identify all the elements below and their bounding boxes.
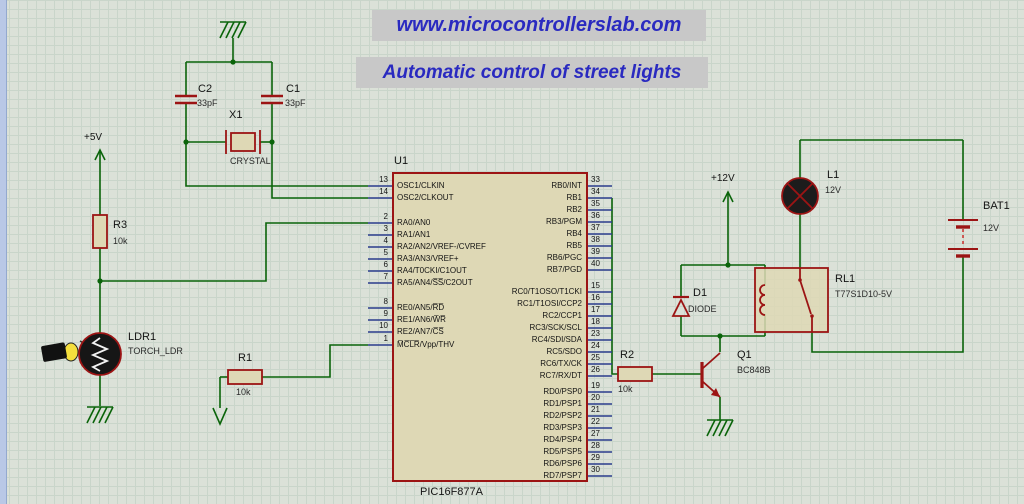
junction-dots <box>97 59 731 339</box>
site-title: www.microcontrollerslab.com <box>372 10 706 41</box>
power-terminal-12v-icon[interactable] <box>722 190 734 203</box>
wires[interactable] <box>99 38 964 420</box>
capacitor-c1[interactable] <box>261 94 283 105</box>
ground-icon[interactable] <box>219 21 247 39</box>
ldr-ldr1[interactable] <box>78 332 122 376</box>
ground-arrow-terminal-icon[interactable] <box>212 407 228 426</box>
relay-rl1[interactable] <box>754 267 829 333</box>
diode-d1[interactable] <box>671 295 691 317</box>
battery-bat1[interactable] <box>948 219 978 258</box>
lamp-l1[interactable] <box>781 177 819 215</box>
schematic-caption: Automatic control of street lights <box>356 57 708 88</box>
ground-icon[interactable] <box>86 406 114 424</box>
window-edge-strip <box>0 0 7 504</box>
transistor-q1[interactable] <box>700 352 721 398</box>
resistor-r1[interactable] <box>227 369 263 385</box>
power-terminal-5v-icon[interactable] <box>94 148 106 161</box>
ground-icon[interactable] <box>706 419 734 437</box>
resistor-r2[interactable] <box>617 366 653 382</box>
mcu-u1-body[interactable] <box>392 172 588 482</box>
resistor-r3[interactable] <box>92 214 108 249</box>
capacitor-c2[interactable] <box>175 94 197 105</box>
crystal-x1[interactable] <box>225 130 261 154</box>
